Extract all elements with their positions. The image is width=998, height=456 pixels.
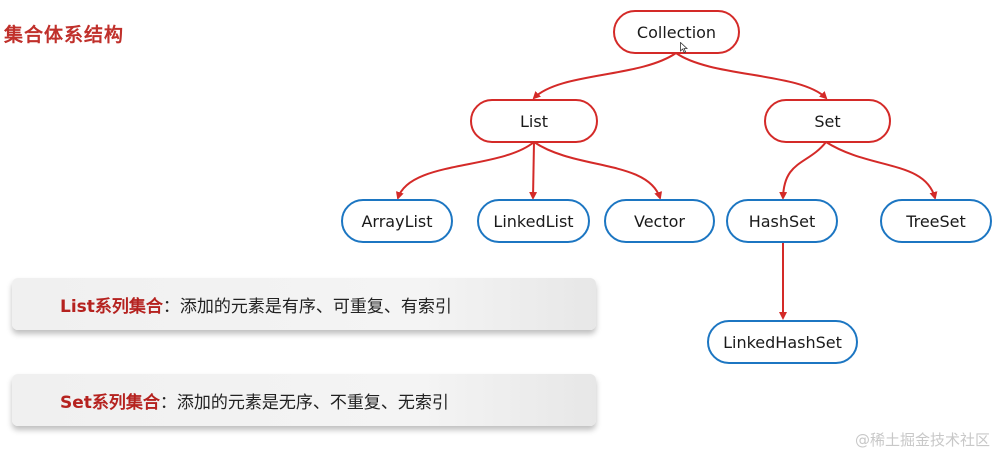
edge-list-linkedlist: [529, 141, 538, 200]
edge-collection-list: [532, 52, 677, 100]
node-list: List: [470, 99, 598, 143]
node-arraylist: ArrayList: [341, 199, 453, 243]
mouse-cursor-icon: [680, 42, 688, 53]
node-hashset: HashSet: [726, 199, 838, 243]
list-note-card: List系列集合 ：添加的元素是有序、可重复、有索引: [12, 278, 596, 330]
list-note-text: ：添加的元素是有序、可重复、有索引: [162, 296, 452, 317]
list-note-label: List系列集合: [60, 296, 163, 317]
watermark: @稀土掘金技术社区: [854, 431, 990, 449]
set-note-label: Set系列集合: [60, 392, 160, 413]
edge-set-hashset: [779, 141, 827, 200]
edge-set-treeset: [825, 141, 938, 200]
node-vector: Vector: [604, 199, 715, 243]
edge-list-arraylist: [396, 141, 535, 200]
node-treeset: TreeSet: [880, 199, 992, 243]
node-linkedhashset: LinkedHashSet: [707, 320, 858, 364]
node-collection: Collection: [613, 10, 740, 54]
node-linkedlist: LinkedList: [477, 199, 590, 243]
edge-collection-set: [675, 52, 828, 100]
page-title: 集合体系结构: [4, 24, 125, 46]
edge-list-vector: [533, 141, 662, 200]
set-note-card: Set系列集合 ：添加的元素是无序、不重复、无索引: [12, 374, 596, 426]
node-set: Set: [764, 99, 891, 143]
set-note-text: ：添加的元素是无序、不重复、无索引: [159, 392, 449, 413]
